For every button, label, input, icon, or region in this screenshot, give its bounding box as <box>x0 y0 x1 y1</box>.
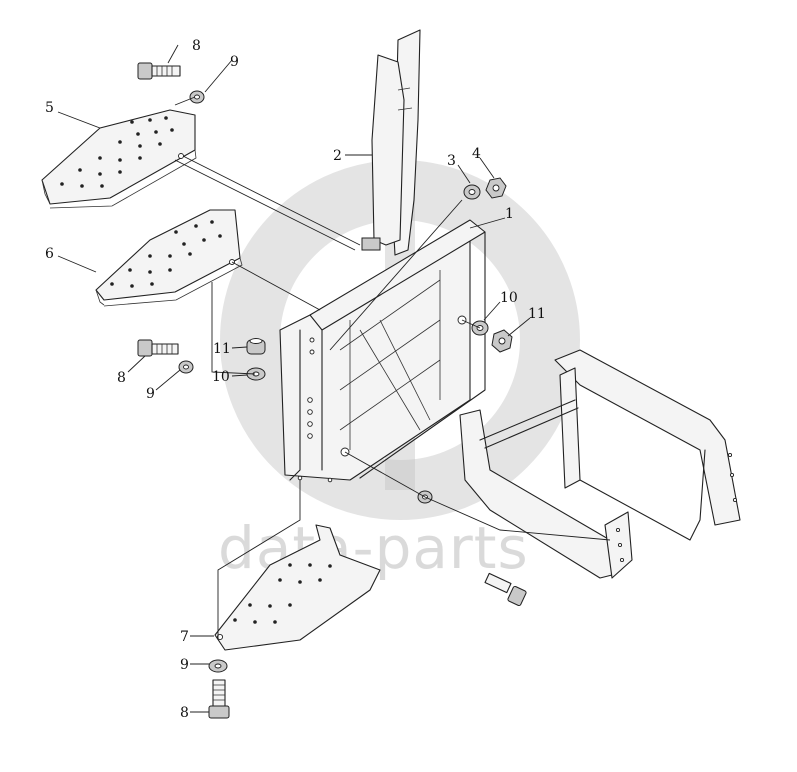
part-1-support-frame <box>279 219 486 483</box>
callout-9-bottom: 9 <box>180 657 189 673</box>
callout-10-right: 10 <box>500 290 518 306</box>
callout-5: 5 <box>45 100 54 116</box>
callout-9-top: 9 <box>230 54 239 70</box>
callout-8-top: 8 <box>192 38 201 54</box>
fastener-washer-9-middle <box>178 360 194 374</box>
fastener-bolt-8-top <box>137 62 181 80</box>
callout-11-left: 11 <box>213 341 231 357</box>
fastener-washer-9-bottom <box>208 659 228 673</box>
fastener-nut-4 <box>485 177 507 199</box>
callout-11-right: 11 <box>528 306 546 322</box>
fastener-washer-3 <box>463 184 481 200</box>
fastener-nut-11-right <box>491 329 513 353</box>
callout-2: 2 <box>333 148 342 164</box>
callout-labels: 8 9 5 2 3 4 1 6 10 11 11 10 8 9 7 9 8 <box>45 38 546 721</box>
fastener-bolt-8-middle <box>137 339 179 357</box>
leader-lines <box>57 44 611 713</box>
fastener-nut-11-left <box>246 338 266 355</box>
rear-bracket-assembly <box>459 349 741 579</box>
callout-9-middle: 9 <box>146 386 155 402</box>
fastener-bolt-8-bottom <box>208 679 230 719</box>
callout-8-bottom: 8 <box>180 705 189 721</box>
callout-4: 4 <box>472 146 481 162</box>
fastener-bolt-rear <box>484 572 527 607</box>
callout-1: 1 <box>505 206 514 222</box>
part-2-lever-arm <box>361 29 421 256</box>
callout-10-left: 10 <box>212 369 230 385</box>
part-5-step-plate <box>41 109 197 209</box>
callout-8-middle: 8 <box>117 370 126 386</box>
part-6-step-plate <box>95 209 243 307</box>
callout-6: 6 <box>45 246 54 262</box>
callout-3: 3 <box>447 153 456 169</box>
fastener-washer-9-top <box>189 90 205 104</box>
callout-7: 7 <box>180 629 189 645</box>
part-7-step-plate <box>214 524 381 651</box>
